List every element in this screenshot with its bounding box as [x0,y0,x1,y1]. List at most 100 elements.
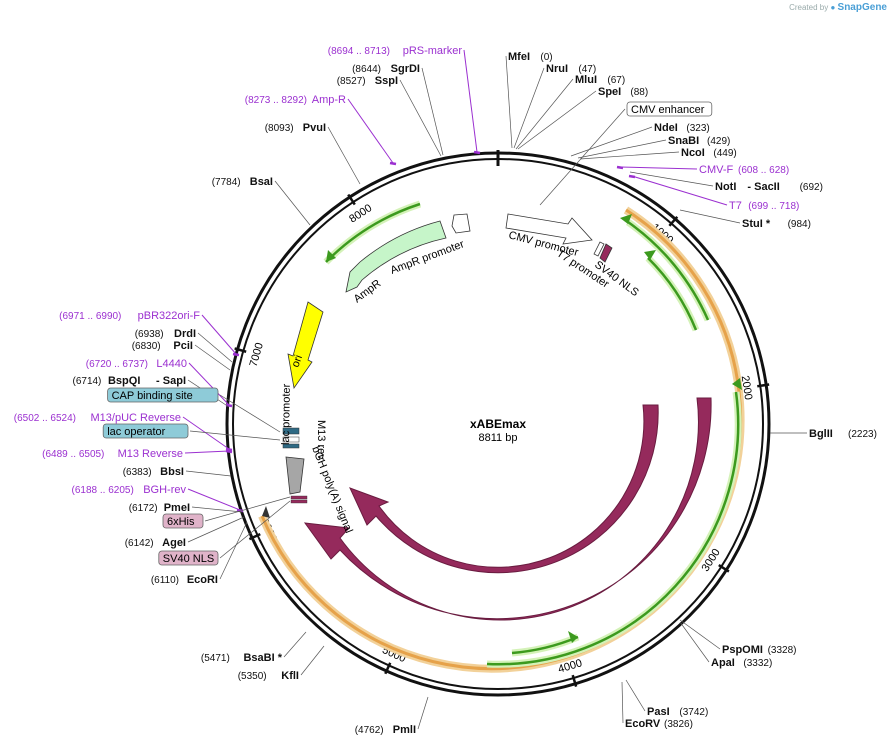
site-position: (692) [800,182,823,193]
site-m13-reverse[interactable]: M13 Reverse(6489 .. 6505) [42,448,233,460]
site-kfli[interactable]: KflI(5350) [238,645,325,682]
site-leader-line [417,696,429,730]
site-m13-puc-reverse[interactable]: M13/pUC Reverse(6502 .. 6524) [14,412,233,452]
site-name: pRS-marker [403,45,463,57]
site-spei[interactable]: SpeI(88) [517,86,648,150]
site-snabi[interactable]: SnaBI(429) [577,135,730,159]
plasmid-name: xABEmax [470,417,526,431]
site-name: AgeI [162,537,186,549]
site-pspomi[interactable]: PspOMI(3328) [679,619,797,656]
site-position: (6383) [123,467,152,478]
site-pvui[interactable]: PvuI(8093) [265,122,361,185]
site-amp-r[interactable]: Amp-R(8273 .. 8292) [245,94,397,166]
site-position: (6502 .. 6524) [14,413,76,424]
orf-arrowhead [326,250,336,262]
feature-lac-promoter[interactable] [282,436,300,443]
primer-mark [225,447,233,452]
site-position: (608 .. 628) [738,165,789,176]
site-leader-line [204,496,291,522]
site-leader-line [185,470,232,477]
site-leader-line [570,126,653,157]
feature-m13-rev[interactable] [282,443,300,449]
feature-ampr-arrow[interactable] [345,220,447,293]
site-position: (8644) [352,64,381,75]
site-ncoi[interactable]: NcoI(449) [579,147,737,160]
site-leader-line [347,98,394,164]
site-cmv-enhancer[interactable]: CMV enhancer [539,101,713,206]
site-lac-operator[interactable]: lac operator [102,423,281,441]
site-mfei[interactable]: MfeI(0) [505,51,553,149]
feature-xcas9-arrow[interactable] [303,397,712,621]
primer-mark [225,403,233,408]
site-position: (6971 .. 6990) [59,311,121,322]
site-position: (5471) [201,653,230,664]
site-agei[interactable]: AgeI(6142) [125,516,245,549]
site-mlui[interactable]: MluI(67) [515,74,625,150]
tick-mark [347,193,356,206]
feature-lac-operator[interactable] [282,427,300,435]
site-name: EcoRI [187,574,218,586]
feature-bgh-arrow[interactable] [285,456,305,495]
site-ndei[interactable]: NdeI(323) [570,122,710,157]
tick-mark [248,532,261,541]
site-6xhis[interactable]: 6xHis [162,496,291,529]
site-t7[interactable]: T7(699 .. 718) [628,174,799,212]
site-pmei[interactable]: PmeI(6172) [129,502,243,514]
site-bglii[interactable]: BglII(2223) [770,428,877,440]
site-prs-marker[interactable]: pRS-marker(8694 .. 8713) [328,45,481,155]
site-leader-line [283,631,307,658]
site-sspi[interactable]: SspI(8527) [337,75,442,157]
site-name: 6xHis [167,516,195,528]
plasmid-size: 8811 bp [479,432,518,444]
site-pmli[interactable]: PmlI(4762) [355,696,429,736]
site-stui[interactable]: StuI *(984) [679,209,811,230]
site-name: NcoI [681,147,705,159]
site-pbr322ori-f[interactable]: pBR322ori-F(6971 .. 6990) [59,310,240,357]
site-position: (6188 .. 6205) [72,485,134,496]
feature-labels: CMV promoter T7 promoter SV40 NLS AmpR p… [280,229,641,640]
site-pasi[interactable]: PasI(3742) [625,679,708,718]
site-bsai[interactable]: BsaI(7784) [212,176,311,226]
site-nrui[interactable]: NruI(47) [513,63,596,149]
site-pcii[interactable]: PciI(6830) [132,340,231,371]
feature-ori-arrow[interactable] [287,301,324,390]
site-position: (0) [540,52,552,63]
orf-arrowhead [644,250,656,260]
site-name: KflI [281,670,299,682]
site-apai[interactable]: ApaI(3332) [679,621,772,669]
site-drdi[interactable]: DrdI(6938) [135,328,233,363]
feature-sv40-arrow[interactable] [599,243,613,263]
site-position: (6938) [135,329,164,340]
site-name: NdeI [654,122,678,134]
site-leader-line [191,506,243,513]
site-leader-line [274,180,311,226]
tick-mark [384,662,392,675]
feature-cmv-arrow[interactable] [505,213,593,245]
site-leader-line [679,621,710,663]
site-position: (3826) [664,719,693,730]
site-cap-binding-site[interactable]: CAP binding site [107,387,281,433]
site-noti[interactable]: NotI- SacII(692) [629,171,823,193]
feature-tag-box [107,387,219,403]
site-position: (6830) [132,341,161,352]
site-name: MluI [575,74,597,86]
site-sv40-nls[interactable]: SV40 NLS [158,500,291,566]
site-leader-line [182,416,230,450]
orf-arcs [323,200,742,668]
site-bsabi[interactable]: BsaBI *(5471) [201,631,307,664]
site-leader-line [577,139,667,159]
feature-cas9-arrow[interactable] [349,404,659,574]
site-cmv-f[interactable]: CMV-F(608 .. 628) [616,164,789,176]
site-name: M13 Reverse [118,448,183,460]
site-bbsi[interactable]: BbsI(6383) [123,466,232,478]
feature-amprp-arrow[interactable] [451,213,471,234]
site-l4440[interactable]: L4440(6720 .. 6737) [86,358,233,408]
site-sgrdi[interactable]: SgrDI(8644) [352,63,444,156]
site-ecorv[interactable]: EcoRV(3826) [621,681,693,730]
site-leader-line [679,209,741,224]
site-position: (3332) [743,658,772,669]
site-name: EcoRV [625,718,661,730]
site-ecori[interactable]: EcoRI(6110) [151,521,248,586]
feature-t7-arrow[interactable] [593,241,605,257]
